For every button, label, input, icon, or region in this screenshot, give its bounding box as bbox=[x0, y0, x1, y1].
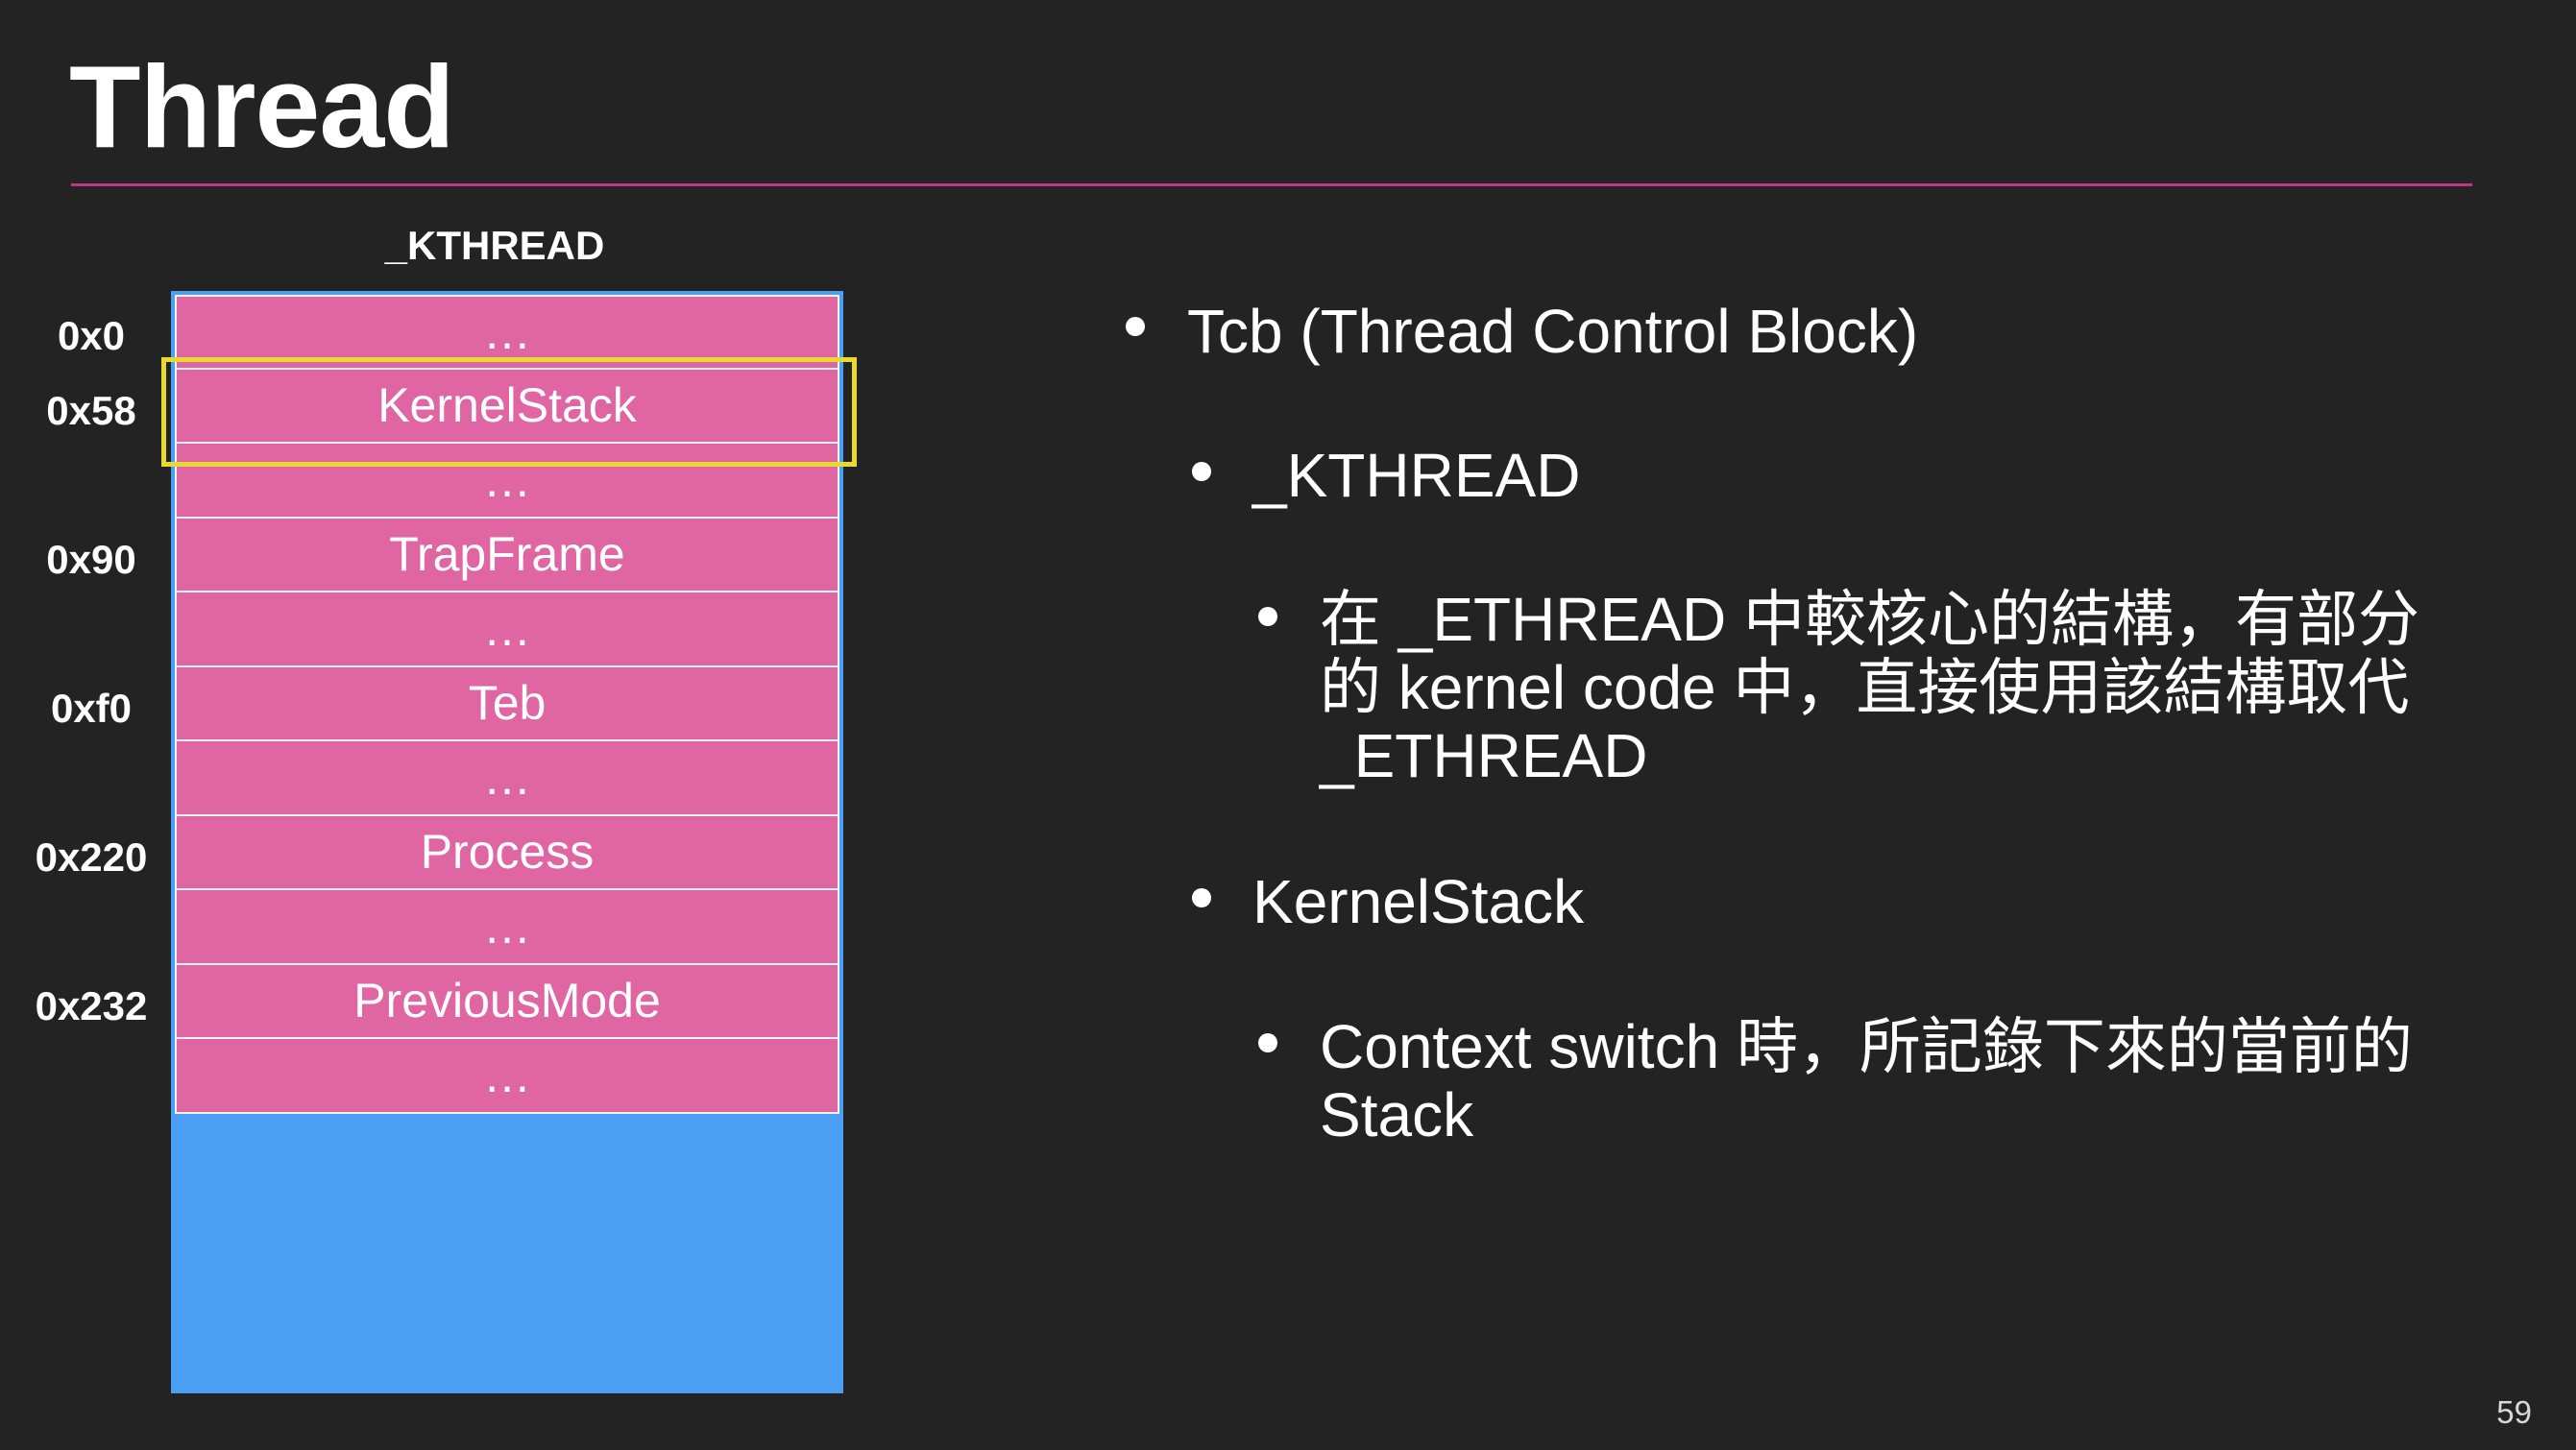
bullet-kernelstack-desc: Context switch 時，所記錄下來的當前的 Stack bbox=[1320, 1013, 2413, 1149]
field-label: TrapFrame bbox=[389, 527, 625, 582]
field-row: … bbox=[175, 1039, 839, 1114]
bullet-text-line: Stack bbox=[1320, 1080, 1474, 1149]
field-label: KernelStack bbox=[377, 378, 637, 433]
bullet-text-line: 的 kernel code 中，直接使用該結構取代 bbox=[1320, 653, 2410, 722]
offset-label: 0xf0 bbox=[50, 686, 133, 731]
title-underline bbox=[71, 183, 2472, 186]
field-row-trapframe: TrapFrame bbox=[175, 518, 839, 592]
field-label: Process bbox=[420, 825, 595, 880]
field-row: … bbox=[175, 890, 839, 965]
field-label: Teb bbox=[468, 676, 547, 731]
offset-label: 0x220 bbox=[35, 834, 148, 880]
bullet-icon bbox=[1258, 1033, 1277, 1052]
struct-name-label: _KTHREAD bbox=[384, 223, 605, 268]
slide-title: Thread bbox=[69, 41, 455, 172]
bullet-icon bbox=[1192, 888, 1211, 907]
field-row-previousmode: PreviousMode bbox=[175, 964, 839, 1039]
bullet-icon bbox=[1126, 317, 1145, 336]
field-label: … bbox=[483, 304, 531, 359]
field-label: … bbox=[483, 601, 531, 656]
field-label: PreviousMode bbox=[353, 974, 661, 1028]
offset-label: 0x0 bbox=[57, 313, 126, 358]
field-row: … bbox=[175, 295, 839, 370]
offset-label: 0x90 bbox=[46, 537, 136, 582]
bullet-text-line: 在 _ETHREAD 中較核心的結構，有部分 bbox=[1320, 585, 2419, 654]
offset-label: 0x232 bbox=[35, 983, 148, 1028]
field-row-kernelstack: KernelStack bbox=[175, 369, 839, 444]
field-row: … bbox=[175, 741, 839, 816]
field-label: … bbox=[483, 750, 531, 805]
field-row: … bbox=[175, 444, 839, 519]
bullet-tcb: Tcb (Thread Control Block) bbox=[1187, 297, 1919, 366]
bullet-text-line: Context switch 時，所記錄下來的當前的 bbox=[1320, 1012, 2413, 1081]
field-label: … bbox=[483, 899, 531, 954]
kernelstack-highlight-box bbox=[161, 357, 857, 467]
field-row-teb: Teb bbox=[175, 666, 839, 741]
bullet-kthread: _KTHREAD bbox=[1252, 441, 1581, 510]
bullet-icon bbox=[1258, 607, 1277, 626]
field-row-process: Process bbox=[175, 815, 839, 890]
field-row: … bbox=[175, 592, 839, 667]
bullet-kthread-desc: 在 _ETHREAD 中較核心的結構，有部分 的 kernel code 中，直… bbox=[1320, 586, 2419, 790]
page-number: 59 bbox=[2496, 1394, 2532, 1430]
bullet-icon bbox=[1192, 462, 1211, 481]
bullet-kernelstack: KernelStack bbox=[1252, 867, 1585, 936]
kthread-field-list: … KernelStack … TrapFrame … Teb … Proces… bbox=[175, 295, 839, 1114]
field-label: … bbox=[483, 1048, 531, 1102]
bullet-text-line: _ETHREAD bbox=[1320, 721, 1648, 790]
offset-label: 0x58 bbox=[46, 388, 136, 433]
